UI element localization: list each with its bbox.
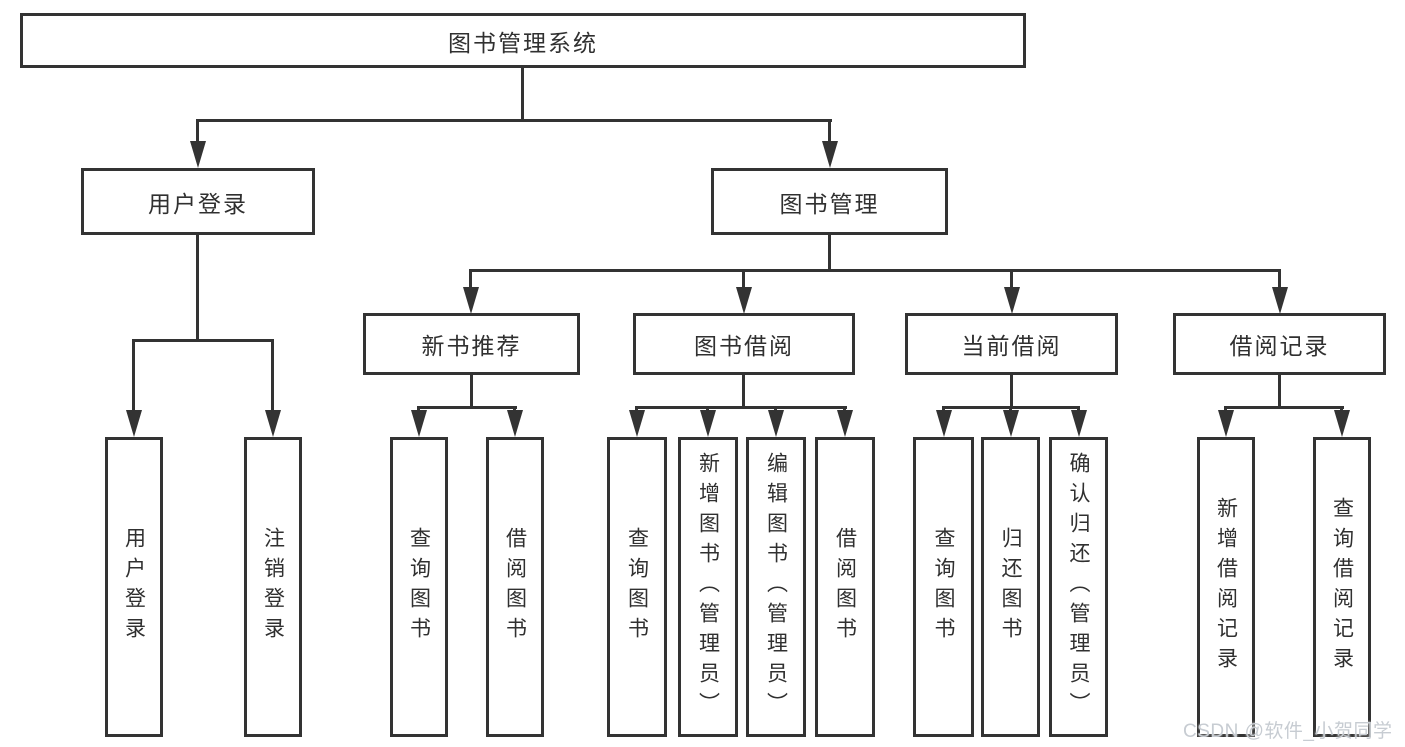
connector-root-rail: [196, 119, 832, 122]
node-leaf-add-books-admin: 新增图书（管理员）: [678, 437, 738, 737]
connector-login-drop: [196, 234, 199, 341]
node-current-borrowing: 当前借阅: [905, 313, 1118, 375]
arrow-down-icon: [507, 410, 523, 437]
node-leaf-borrow-books-rec: 借阅图书: [486, 437, 544, 737]
connector-current-drop: [1010, 374, 1013, 409]
connector-stub-new-book-rec: [469, 269, 472, 289]
connector-stub: [1009, 406, 1012, 412]
node-user-login: 用户登录: [81, 168, 315, 235]
arrow-down-icon: [936, 410, 952, 437]
arrow-down-icon: [126, 410, 142, 437]
arrow-down-icon: [1004, 287, 1020, 314]
connector-stub: [706, 406, 709, 412]
connector-records-rail: [1224, 406, 1344, 409]
node-book-management: 图书管理: [711, 168, 948, 235]
arrow-down-icon: [1003, 410, 1019, 437]
node-leaf-user-login: 用户登录: [105, 437, 163, 737]
node-leaf-borrow-books: 借阅图书: [815, 437, 875, 737]
node-borrowing-records: 借阅记录: [1173, 313, 1386, 375]
node-leaf-query-books-rec: 查询图书: [390, 437, 448, 737]
arrow-down-icon: [700, 410, 716, 437]
connector-stub-leaf-user-login: [132, 339, 135, 411]
node-leaf-query-books-borrow: 查询图书: [607, 437, 667, 737]
node-leaf-logout: 注销登录: [244, 437, 302, 737]
csdn-watermark: CSDN @软件_小贺同学: [1183, 721, 1393, 742]
arrow-down-icon: [190, 141, 206, 168]
node-library-system: 图书管理系统: [20, 13, 1026, 68]
connector-stub-leaf-logout: [271, 339, 274, 411]
node-book-borrowing: 图书借阅: [633, 313, 855, 375]
arrow-down-icon: [1272, 287, 1288, 314]
connector-stub-book-management: [828, 119, 831, 143]
connector-stub: [1077, 406, 1080, 412]
arrow-down-icon: [736, 287, 752, 314]
node-leaf-edit-books-admin: 编辑图书（管理员）: [746, 437, 806, 737]
connector-stub-user-login: [196, 119, 199, 143]
connector-records-drop: [1278, 374, 1281, 409]
arrow-down-icon: [463, 287, 479, 314]
connector-borrow-drop: [742, 374, 745, 409]
connector-rec-drop: [470, 374, 473, 409]
connector-stub: [1224, 406, 1227, 412]
arrow-down-icon: [1218, 410, 1234, 437]
arrow-down-icon: [768, 410, 784, 437]
node-leaf-confirm-return-admin: 确认归还（管理员）: [1049, 437, 1108, 737]
connector-stub: [513, 406, 516, 412]
arrow-down-icon: [837, 410, 853, 437]
node-new-book-recommendation: 新书推荐: [363, 313, 580, 375]
arrow-down-icon: [629, 410, 645, 437]
arrow-down-icon: [1071, 410, 1087, 437]
connector-stub-borrowing-records: [1278, 269, 1281, 289]
node-leaf-query-books-current: 查询图书: [913, 437, 974, 737]
connector-mgmt-rail: [469, 269, 1280, 272]
arrow-down-icon: [411, 410, 427, 437]
arrow-down-icon: [1334, 410, 1350, 437]
arrow-down-icon: [265, 410, 281, 437]
connector-stub-book-borrowing: [742, 269, 745, 289]
connector-stub: [635, 406, 638, 412]
connector-stub: [774, 406, 777, 412]
connector-stub: [1340, 406, 1343, 412]
connector-login-rail: [132, 339, 273, 342]
node-leaf-return-books: 归还图书: [981, 437, 1040, 737]
arrow-down-icon: [822, 141, 838, 168]
connector-borrow-rail: [635, 406, 847, 409]
connector-mgmt-drop: [828, 234, 831, 272]
connector-root-drop: [521, 68, 524, 122]
node-leaf-query-borrow-record: 查询借阅记录: [1313, 437, 1371, 737]
connector-rec-rail: [417, 406, 517, 409]
node-leaf-add-borrow-record: 新增借阅记录: [1197, 437, 1255, 737]
connector-stub-current-borrowing: [1010, 269, 1013, 289]
connector-stub: [843, 406, 846, 412]
connector-stub: [942, 406, 945, 412]
connector-stub: [417, 406, 420, 412]
